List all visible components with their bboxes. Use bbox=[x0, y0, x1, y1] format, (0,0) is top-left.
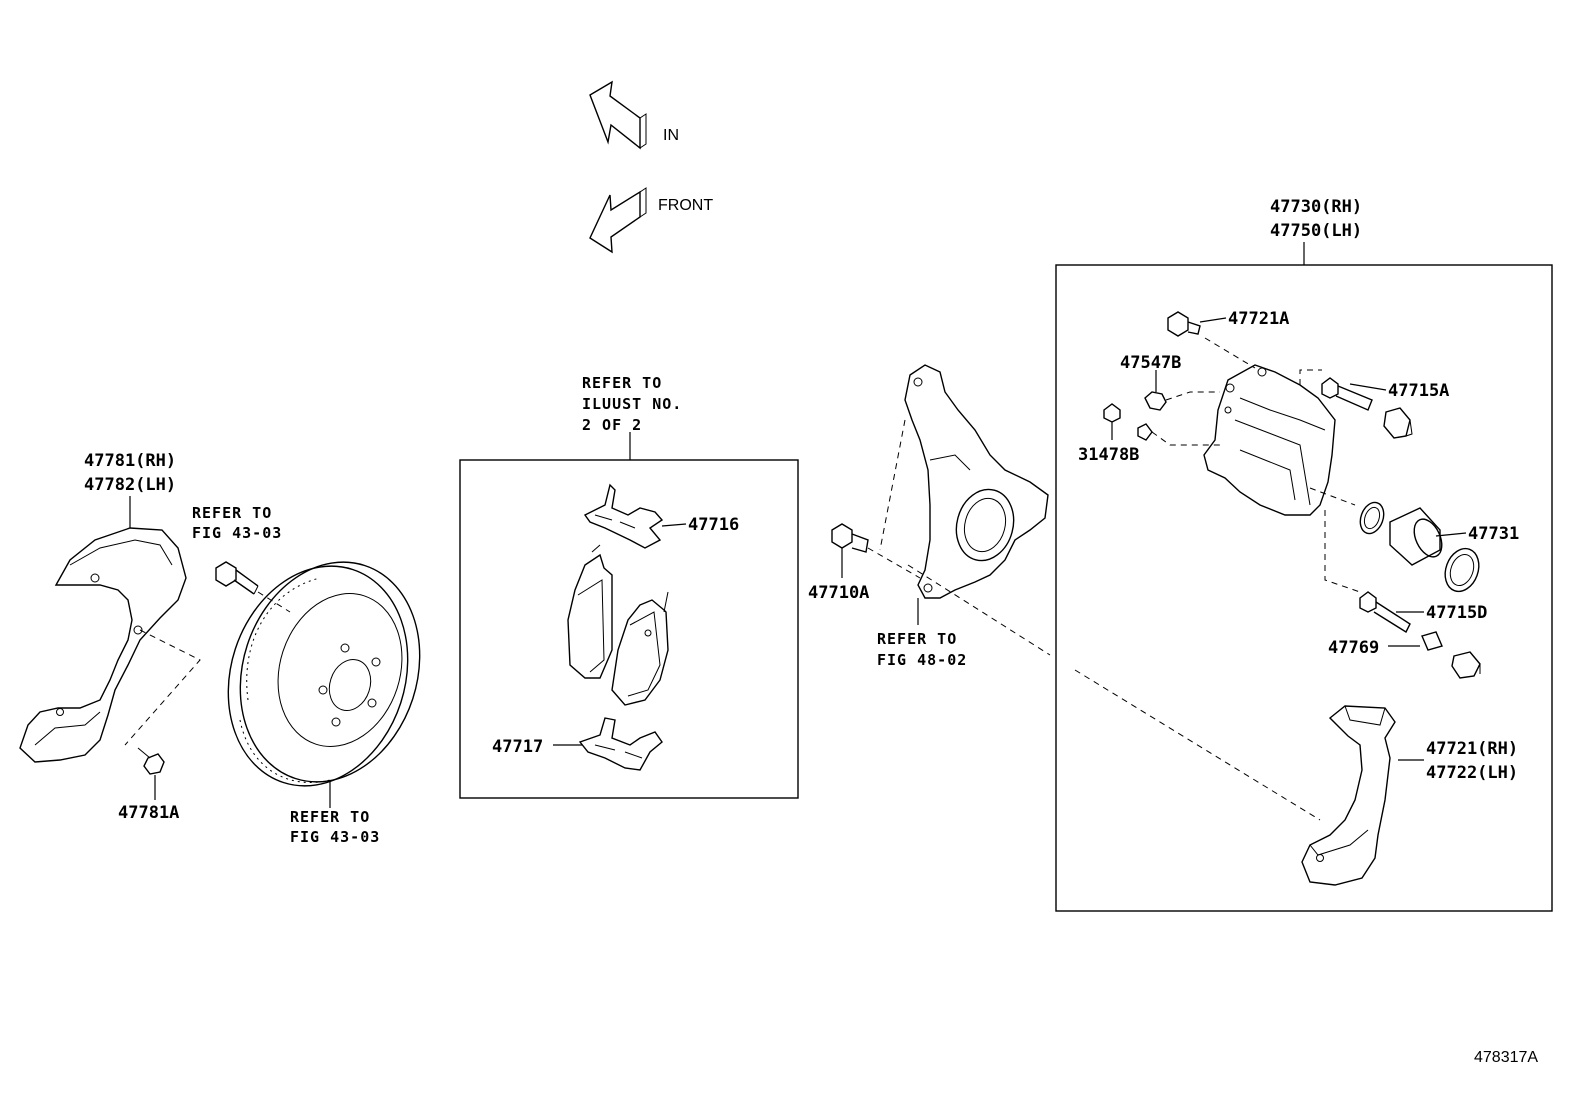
pad-clip-label: 47717 bbox=[492, 737, 543, 757]
piston-dash bbox=[1309, 487, 1356, 506]
slide-pin-lower-label: 47715D bbox=[1426, 603, 1487, 623]
caliper-body-icon bbox=[1203, 364, 1336, 516]
piston-boot-icon bbox=[1444, 547, 1480, 593]
brake-rotor-icon bbox=[227, 561, 421, 787]
slide-pin-lower-icon bbox=[1359, 591, 1411, 634]
bleeder-nipple-icon bbox=[1137, 423, 1153, 441]
knuckle-bolt-label: 47710A bbox=[808, 583, 869, 603]
slide-pin-lower-dash bbox=[1324, 510, 1361, 593]
pad-box-note-line1: REFER TO bbox=[582, 374, 662, 392]
knuckle-bolt-icon bbox=[831, 523, 869, 553]
drawing-code: 478317A bbox=[1474, 1049, 1538, 1066]
pad-clip-icon bbox=[578, 717, 663, 771]
bleeder-cap-dash bbox=[1151, 431, 1220, 446]
bushing-icon bbox=[1421, 631, 1443, 651]
bleeder-plug-dash bbox=[1165, 391, 1220, 401]
hub-bolt-ref-line1: REFER TO bbox=[192, 504, 272, 522]
pad-box-note-line2: ILUUST NO. bbox=[582, 395, 682, 413]
caliper-rh-label: 47730(RH) bbox=[1270, 197, 1362, 217]
bushing-label: 47769 bbox=[1328, 638, 1379, 658]
piston-seal-icon bbox=[1359, 501, 1385, 535]
shield-rh-label: 47781(RH) bbox=[84, 451, 176, 471]
pad-kit-box bbox=[459, 459, 799, 799]
brake-pad-inner-icon bbox=[567, 544, 613, 679]
front-arrow-icon bbox=[589, 187, 647, 254]
hub-bolt-dash bbox=[257, 591, 291, 613]
mount-rh-label: 47721(RH) bbox=[1426, 739, 1518, 759]
caliper-bolt-leader bbox=[1199, 317, 1227, 323]
piston-leader bbox=[1435, 532, 1467, 537]
pin-boot-lower-icon bbox=[1451, 651, 1481, 679]
pad-shim-leader bbox=[661, 523, 687, 527]
slide-pin-upper-dash bbox=[1299, 369, 1322, 385]
bleeder-plug-label: 47547B bbox=[1120, 353, 1181, 373]
mount-dash-line bbox=[1074, 669, 1321, 821]
hub-bolt-icon bbox=[215, 561, 259, 595]
rotor-ref-line1: REFER TO bbox=[290, 808, 370, 826]
pad-box-note-line3: 2 OF 2 bbox=[582, 416, 642, 434]
shield-bolt-icon bbox=[137, 747, 165, 775]
caliper-bolt-label: 47721A bbox=[1228, 309, 1289, 329]
rotor-ref-line2: FIG 43-03 bbox=[290, 828, 380, 846]
knuckle-ref-line1: REFER TO bbox=[877, 630, 957, 648]
knuckle-ref-line2: FIG 48-02 bbox=[877, 651, 967, 669]
piston-icon bbox=[1389, 507, 1443, 566]
caliper-mount-icon bbox=[1301, 705, 1396, 886]
brake-pad-outer-icon bbox=[611, 591, 669, 706]
slide-pin-upper-icon bbox=[1321, 377, 1373, 411]
hub-bolt-ref-line2: FIG 43-03 bbox=[192, 524, 282, 542]
in-label: IN bbox=[663, 127, 679, 144]
knuckle-dash-upper bbox=[879, 419, 906, 551]
bleeder-cap-label: 31478B bbox=[1078, 445, 1139, 465]
bleeder-cap-icon bbox=[1103, 403, 1121, 423]
slide-pin-upper-leader bbox=[1349, 383, 1387, 391]
bleeder-plug-icon bbox=[1144, 391, 1167, 411]
shield-lh-label: 47782(LH) bbox=[84, 475, 176, 495]
shield-bolt-label: 47781A bbox=[118, 803, 179, 823]
knuckle-bolt-dash bbox=[867, 547, 921, 579]
piston-label: 47731 bbox=[1468, 524, 1519, 544]
pad-shim-label: 47716 bbox=[688, 515, 739, 535]
dust-shield-icon bbox=[19, 527, 187, 763]
shield-dash-line bbox=[124, 629, 201, 746]
front-label: FRONT bbox=[658, 197, 713, 214]
in-arrow-icon bbox=[589, 80, 647, 150]
mount-lh-label: 47722(LH) bbox=[1426, 763, 1518, 783]
pin-boot-upper-icon bbox=[1383, 407, 1413, 439]
caliper-lh-label: 47750(LH) bbox=[1270, 221, 1362, 241]
caliper-bolt-icon bbox=[1167, 311, 1201, 337]
steering-knuckle-icon bbox=[904, 364, 1049, 599]
caliper-bolt-dash bbox=[1204, 337, 1256, 369]
slide-pin-upper-label: 47715A bbox=[1388, 381, 1449, 401]
pad-shim-icon bbox=[583, 483, 664, 549]
